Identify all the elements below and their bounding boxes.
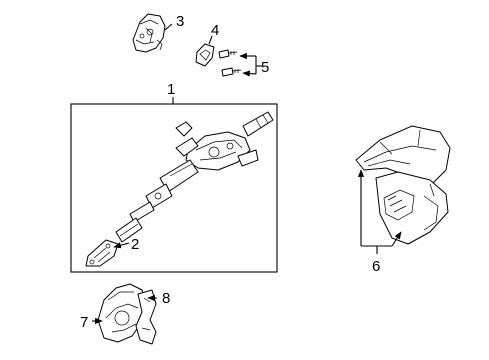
callout-1: 1 — [167, 81, 175, 98]
part-3-lock-housing — [132, 13, 166, 53]
callout-6: 6 — [372, 258, 380, 275]
callout-3: 3 — [176, 13, 184, 30]
leader-5-bracket — [239, 52, 262, 77]
leader-2 — [113, 242, 130, 249]
callout-4: 4 — [211, 22, 219, 39]
part-1-steering-column — [85, 111, 274, 267]
callout-2: 2 — [131, 236, 139, 253]
leader-6-bracket — [357, 169, 402, 254]
callout-8: 8 — [162, 290, 170, 307]
callout-5: 5 — [261, 59, 269, 76]
part-1-frame — [70, 103, 278, 273]
part-4-bracket — [195, 43, 215, 67]
part-6-column-covers — [355, 125, 451, 245]
part-5-screws — [218, 49, 242, 77]
leader-3 — [164, 23, 173, 31]
callout-7: 7 — [80, 314, 88, 331]
leader-4 — [208, 35, 213, 45]
